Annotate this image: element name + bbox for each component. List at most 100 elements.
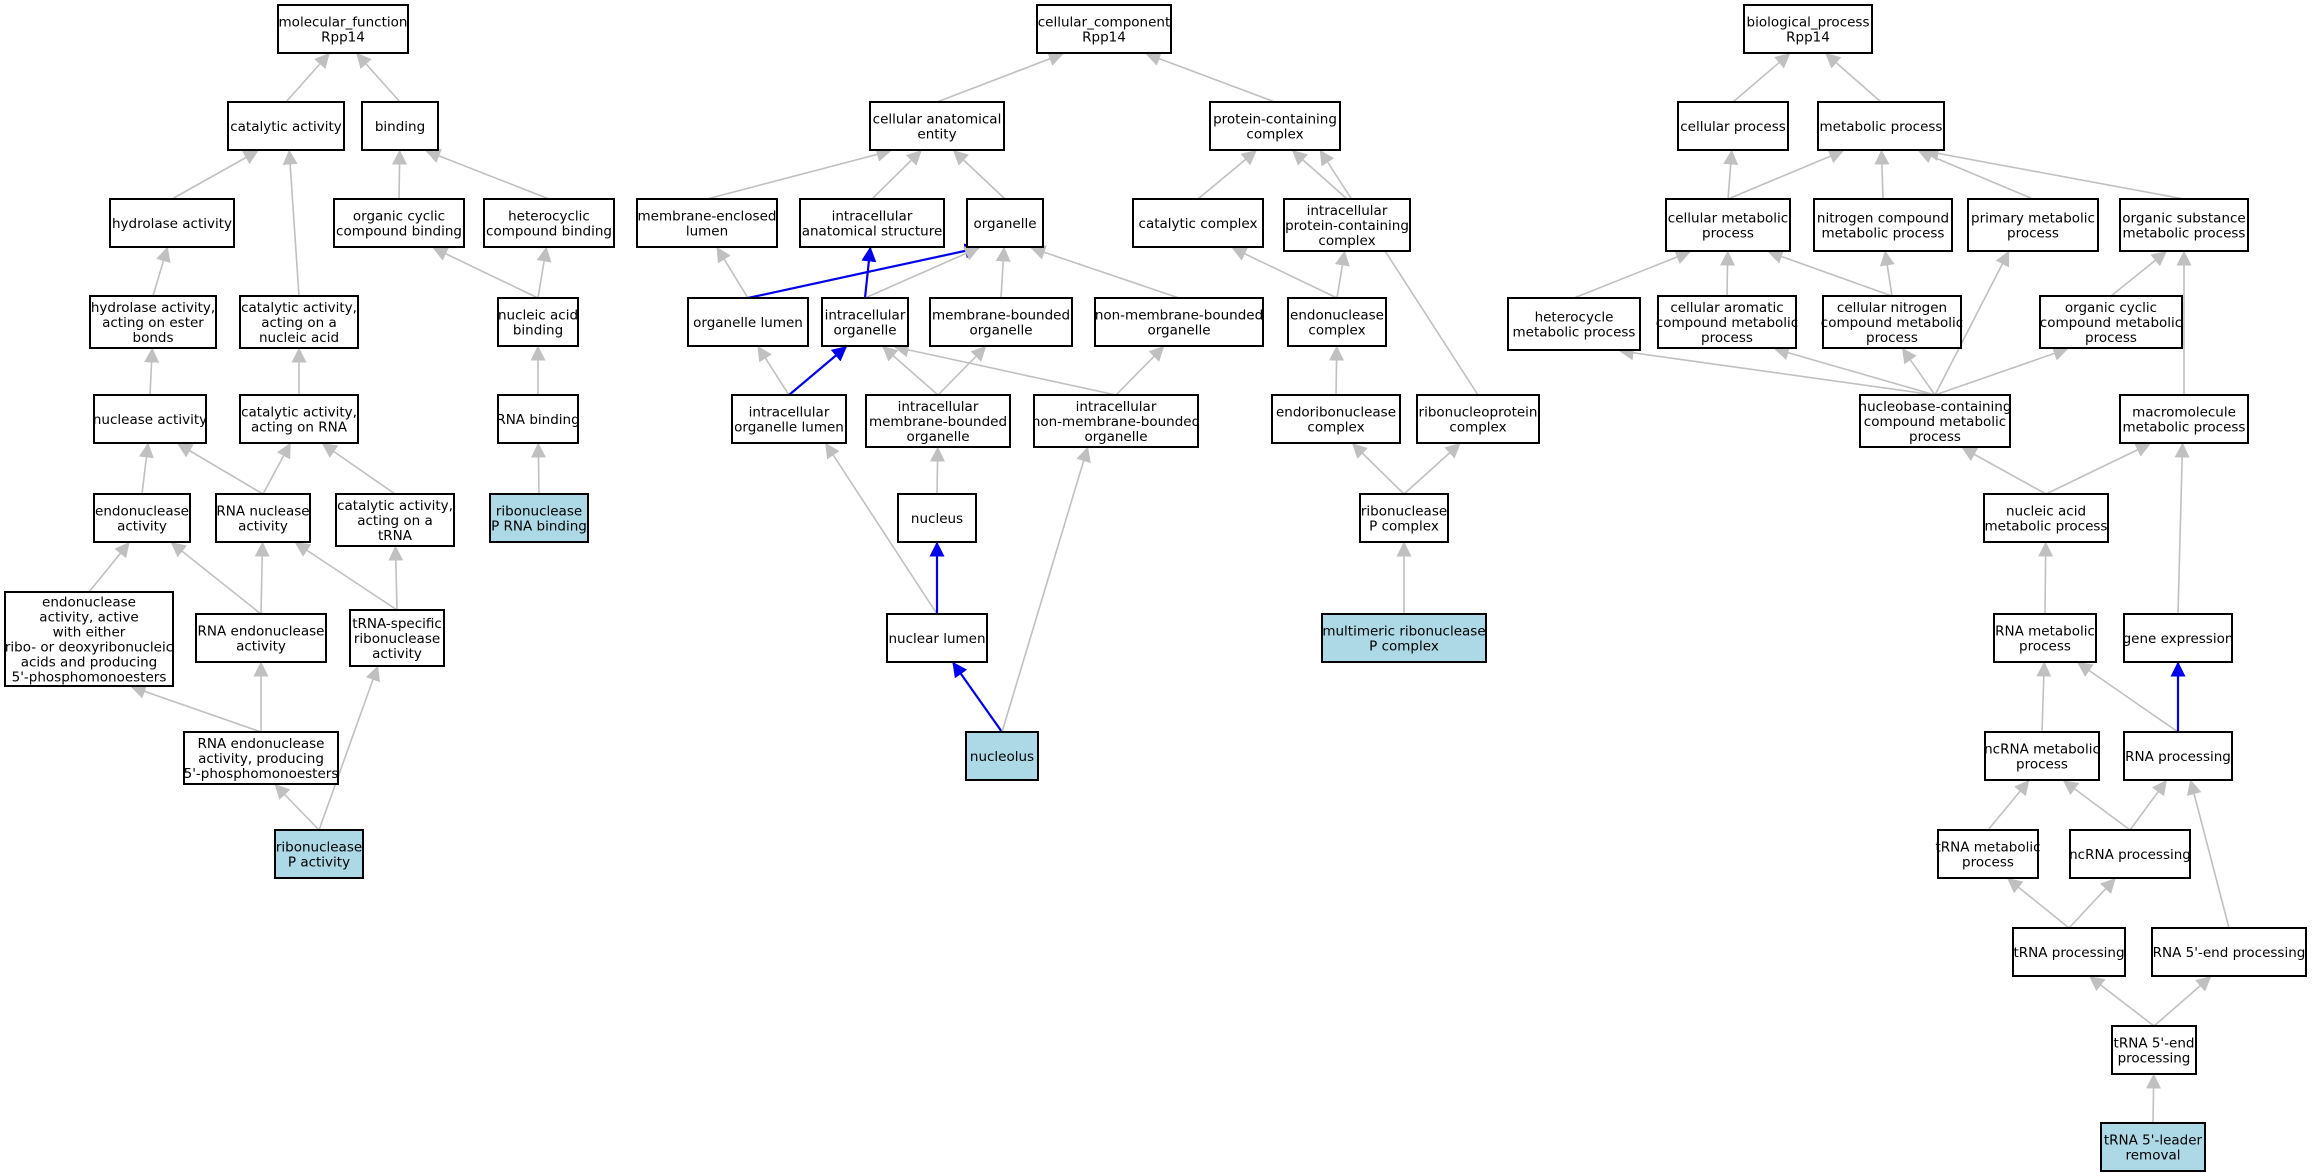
node-rna-binding[interactable]: RNA binding — [496, 394, 580, 444]
node-label-line: RNA binding — [496, 412, 579, 428]
node-box — [2111, 1025, 2197, 1075]
node-label-line: intracellular — [825, 308, 906, 324]
node-catalytic-activity[interactable]: catalytic activity — [227, 101, 345, 151]
node-label-line: removal — [2126, 1148, 2181, 1164]
node-metabolic-process[interactable]: metabolic process — [1817, 101, 1945, 151]
node-nuclease-activity[interactable]: nuclease activity — [93, 394, 207, 444]
node-label-line: compound metabolic — [1656, 315, 1798, 331]
node-label-line: organelle — [906, 429, 969, 445]
node-box — [966, 198, 1044, 248]
node-label-line: organelle lumen — [734, 420, 844, 436]
node-gene-expression[interactable]: gene expression — [2123, 613, 2234, 663]
edge-intracell-membrane-bounded-to-intracell-organelle — [882, 346, 939, 396]
node-hydrolase-activity[interactable]: hydrolase activity — [109, 198, 235, 248]
edge-rna-5p-end-to-rna-processing — [2186, 779, 2230, 929]
node-trna-processing[interactable]: tRNA processing — [2012, 927, 2126, 977]
edge-rna-nuclease-to-cat-rna — [262, 442, 291, 495]
node-label-line: protein-containing — [1213, 112, 1337, 128]
node-binding[interactable]: binding — [361, 101, 439, 151]
edge-ncrna-metabolic-to-rna-metabolic — [2036, 661, 2052, 733]
node-cat-rna[interactable]: catalytic activity,acting on RNA — [239, 394, 359, 444]
node-nuclear-lumen[interactable]: nuclear lumen — [886, 613, 988, 663]
node-cellular-process[interactable]: cellular process — [1677, 101, 1789, 151]
edge-cat-nucleic-acid-to-catalytic-activity — [282, 149, 300, 297]
node-rna-5p-end[interactable]: RNA 5'-end processing — [2151, 927, 2307, 977]
node-box — [1817, 101, 1945, 151]
node-rna-processing[interactable]: RNA processing — [2123, 731, 2233, 781]
node-label-line: tRNA 5'-leader — [2104, 1133, 2203, 1149]
node-label-line: process — [1702, 226, 1754, 242]
node-label-line: intracellular — [749, 405, 830, 421]
node-box — [2039, 295, 2183, 349]
node-intracell-non-membrane[interactable]: intracellularnon-membrane-boundedorganel… — [1032, 394, 1200, 448]
node-ncrna-processing[interactable]: ncRNA processing — [2069, 829, 2191, 879]
node-label-line: organelle — [833, 323, 896, 339]
edge-membrane-lumen-to-cell-anat — [706, 147, 892, 200]
node-label-line: organelle — [969, 323, 1032, 339]
node-box — [89, 295, 217, 349]
node-nucleolus[interactable]: nucleolus — [965, 731, 1039, 781]
node-box — [2151, 927, 2307, 977]
node-label-line: metabolic process — [2123, 226, 2246, 242]
node-label-line: nucleic acid — [498, 308, 578, 324]
edge-organic-cyclic-metabolic-to-organic-substance — [2110, 251, 2167, 297]
node-catalytic-complex[interactable]: catalytic complex — [1132, 198, 1264, 248]
edge-rna-metabolic-to-nucleic-acid-metabolic — [2038, 541, 2054, 615]
node-organelle-lumen[interactable]: organelle lumen — [687, 297, 809, 347]
node-label-line: anatomical structure — [802, 224, 943, 240]
edge-endonuclease-complex-to-catalytic-complex — [1231, 247, 1338, 299]
edge-organic-substance-to-metabolic-process — [1923, 146, 2185, 200]
node-box — [1967, 198, 2099, 252]
node-nucleus[interactable]: nucleus — [897, 493, 977, 543]
node-organelle[interactable]: organelle — [966, 198, 1044, 248]
